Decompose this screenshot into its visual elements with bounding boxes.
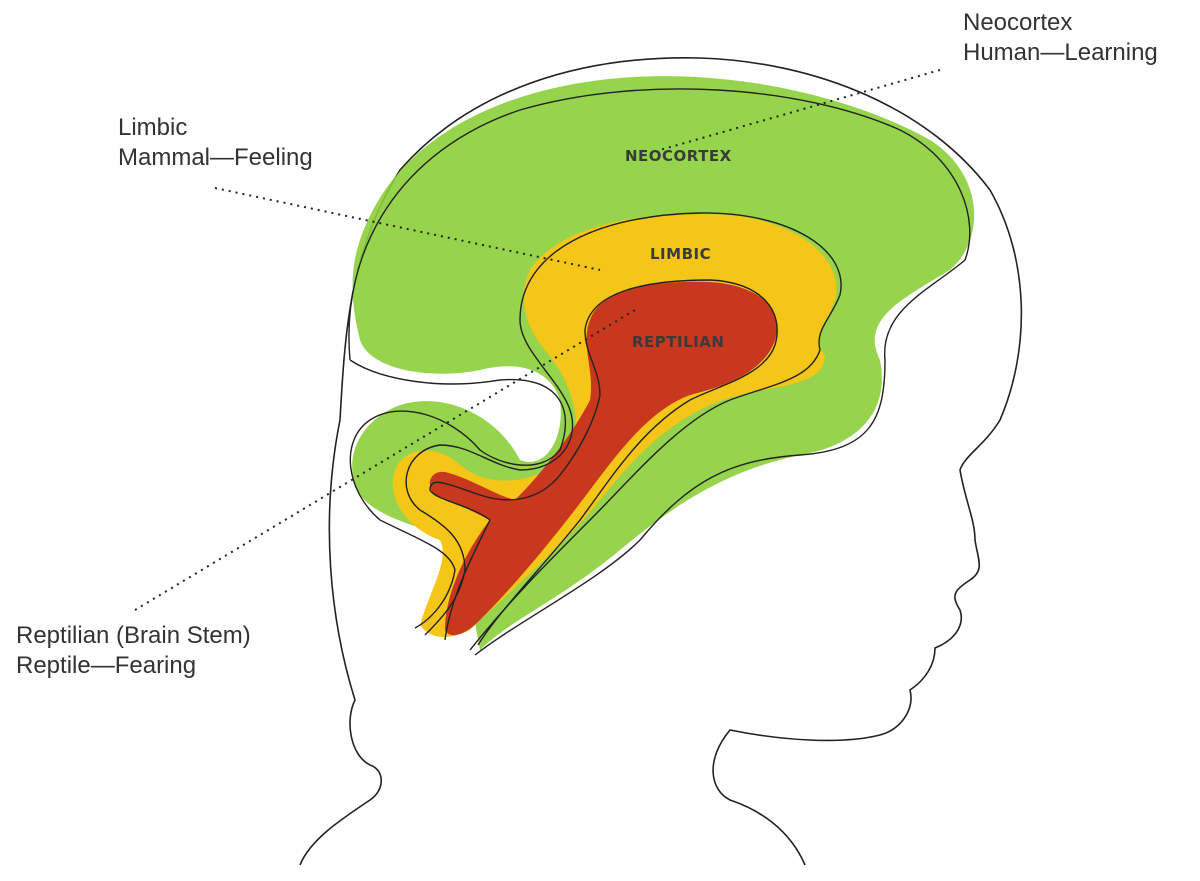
limbic-region-label: LIMBIC (650, 245, 711, 263)
reptilian-subtitle: Reptile—Fearing (16, 652, 197, 679)
limbic-leader (214, 187, 601, 271)
leader-lines (134, 69, 941, 611)
limbic-title: Limbic (118, 114, 188, 141)
head-outline (299, 57, 1023, 866)
neocortex-subtitle: Human—Learning (963, 39, 1158, 66)
neocortex-region-label: NEOCORTEX (625, 147, 732, 165)
reptilian-region (429, 281, 778, 636)
region-outlines (348, 88, 971, 656)
neocortex-title: Neocortex (963, 9, 1073, 36)
reptilian-label: Reptilian (Brain Stem) Reptile—Fearing (16, 621, 251, 681)
reptilian-region-label: REPTILIAN (632, 333, 724, 351)
limbic-subtitle: Mammal—Feeling (118, 144, 313, 171)
limbic-label: Limbic Mammal—Feeling (118, 113, 313, 173)
neocortex-label: Neocortex Human—Learning (963, 8, 1158, 68)
reptilian-title: Reptilian (Brain Stem) (16, 622, 251, 649)
